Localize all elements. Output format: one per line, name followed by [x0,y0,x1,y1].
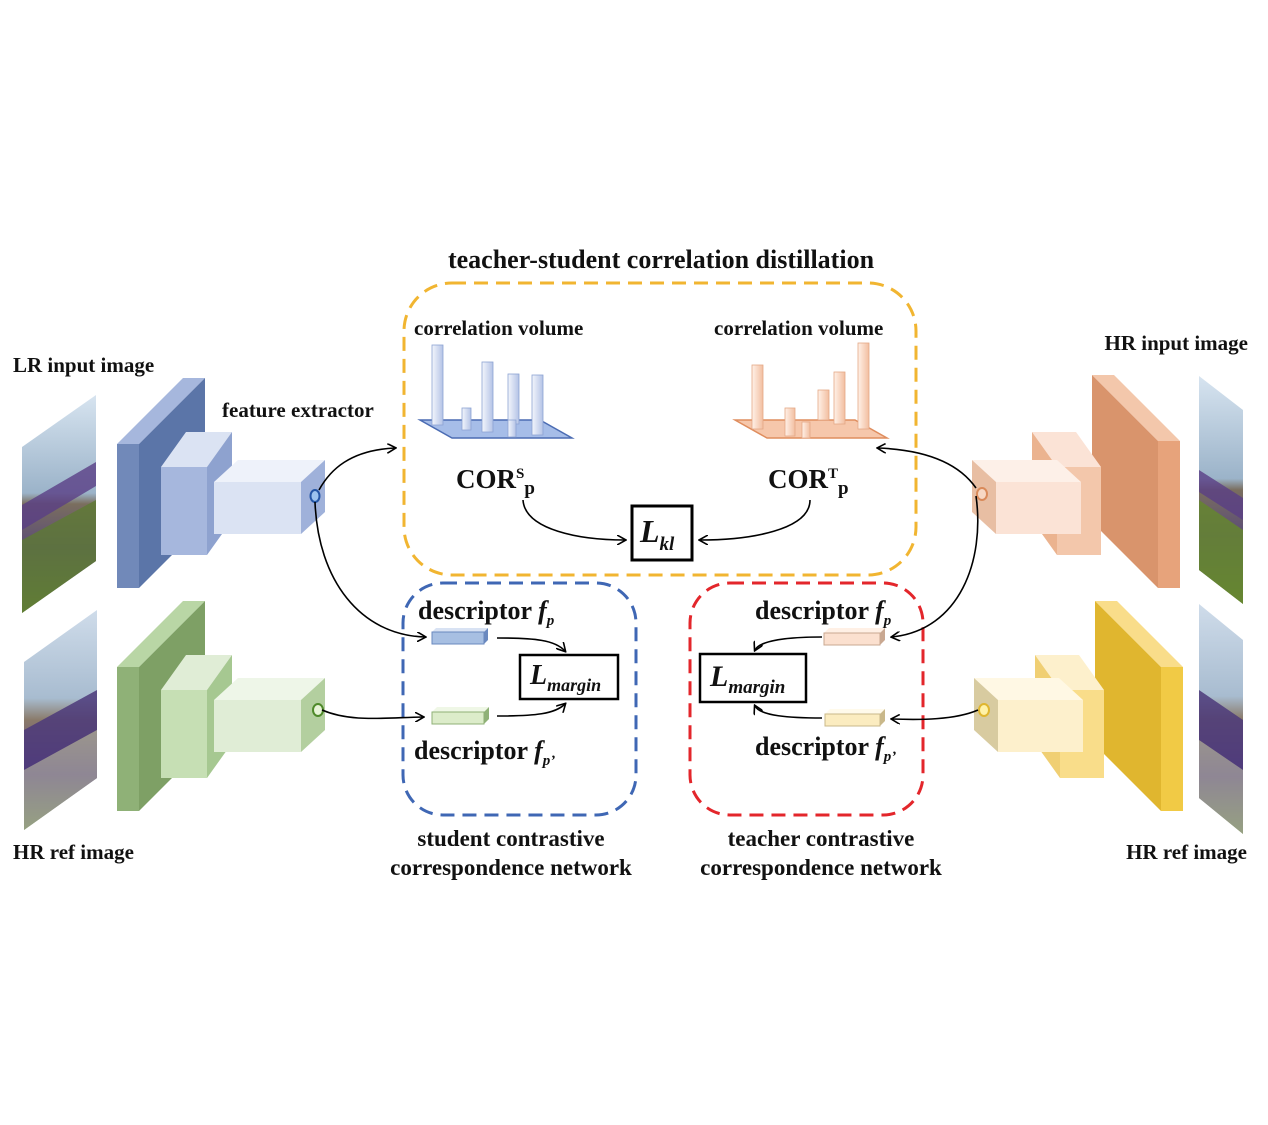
lr-input-label: LR input image [13,353,154,377]
kl-loss-label: Lkl [639,513,675,555]
arrow-lr-to-descriptor [314,501,425,637]
student-correlation-volume [417,344,575,439]
arrow-hrref-to-descriptor [892,709,979,719]
hr-input-label: HR input image [1104,331,1248,355]
teacher-network-region [688,581,925,817]
student-network-label-line2: correspondence network [390,855,632,880]
hr-ref-photo-left [24,610,97,830]
kl-loss-box [630,504,694,562]
cor-teacher-label: CORTp [768,464,849,499]
teacher-margin-loss-box [698,652,808,704]
student-lr-encoder [117,378,325,588]
arrow-fp-to-teacher-margin [755,636,823,650]
diagram-title: teacher-student correlation distillation [448,245,875,274]
student-descriptor-fp-label: descriptor fp [418,596,555,629]
arrow-hr-to-teacher-volume [878,448,977,489]
student-descriptor-fpprime-label: descriptor fp’ [414,736,555,769]
student-margin-loss-label: Lmargin [529,660,601,695]
lr-input-photo [22,395,96,613]
hr-ref-label-left: HR ref image [13,840,134,864]
student-network-region [401,581,638,817]
arrow-student-cor-to-kl [522,499,625,540]
hr-ref-photo-right [1199,604,1243,834]
arrow-hr-to-descriptor [892,495,979,637]
teacher-descriptor-fpprime-label: descriptor fp’ [755,732,896,765]
arrow-teacher-cor-to-kl [700,499,811,540]
teacher-descriptor-fp-label: descriptor fp [755,596,892,629]
teacher-ref-encoder [974,601,1183,811]
teacher-correlation-volume-label: correlation volume [714,316,883,340]
hr-ref-label-right: HR ref image [1126,840,1247,864]
student-descriptor-fp [431,628,488,645]
arrows [314,448,979,719]
arrow-lr-to-student-volume [318,448,395,491]
arrow-fpprime-to-teacher-margin [755,706,823,719]
teacher-margin-loss-label: Lmargin [709,660,785,698]
distillation-region [402,281,918,577]
feature-extractor-label: feature extractor [222,398,374,422]
teacher-descriptor-fp-prime [824,709,885,727]
teacher-network-label-line2: correspondence network [700,855,942,880]
student-network-label-line1: student contrastive [417,826,604,851]
teacher-correlation-volume [732,342,890,439]
cor-student-label: CORSp [456,464,535,499]
arrow-ref-to-descriptor [321,709,423,718]
student-margin-loss-box [518,653,620,701]
teacher-network-label-line1: teacher contrastive [728,826,915,851]
arrow-fpprime-to-student-margin [496,704,565,717]
teacher-descriptor-fp [823,628,885,646]
student-ref-encoder [117,601,325,811]
student-correlation-volume-label: correlation volume [414,316,583,340]
hr-input-photo [1199,376,1243,604]
teacher-hr-encoder [972,375,1180,588]
arrow-fp-to-student-margin [496,637,565,651]
student-descriptor-fp-prime [431,707,489,725]
